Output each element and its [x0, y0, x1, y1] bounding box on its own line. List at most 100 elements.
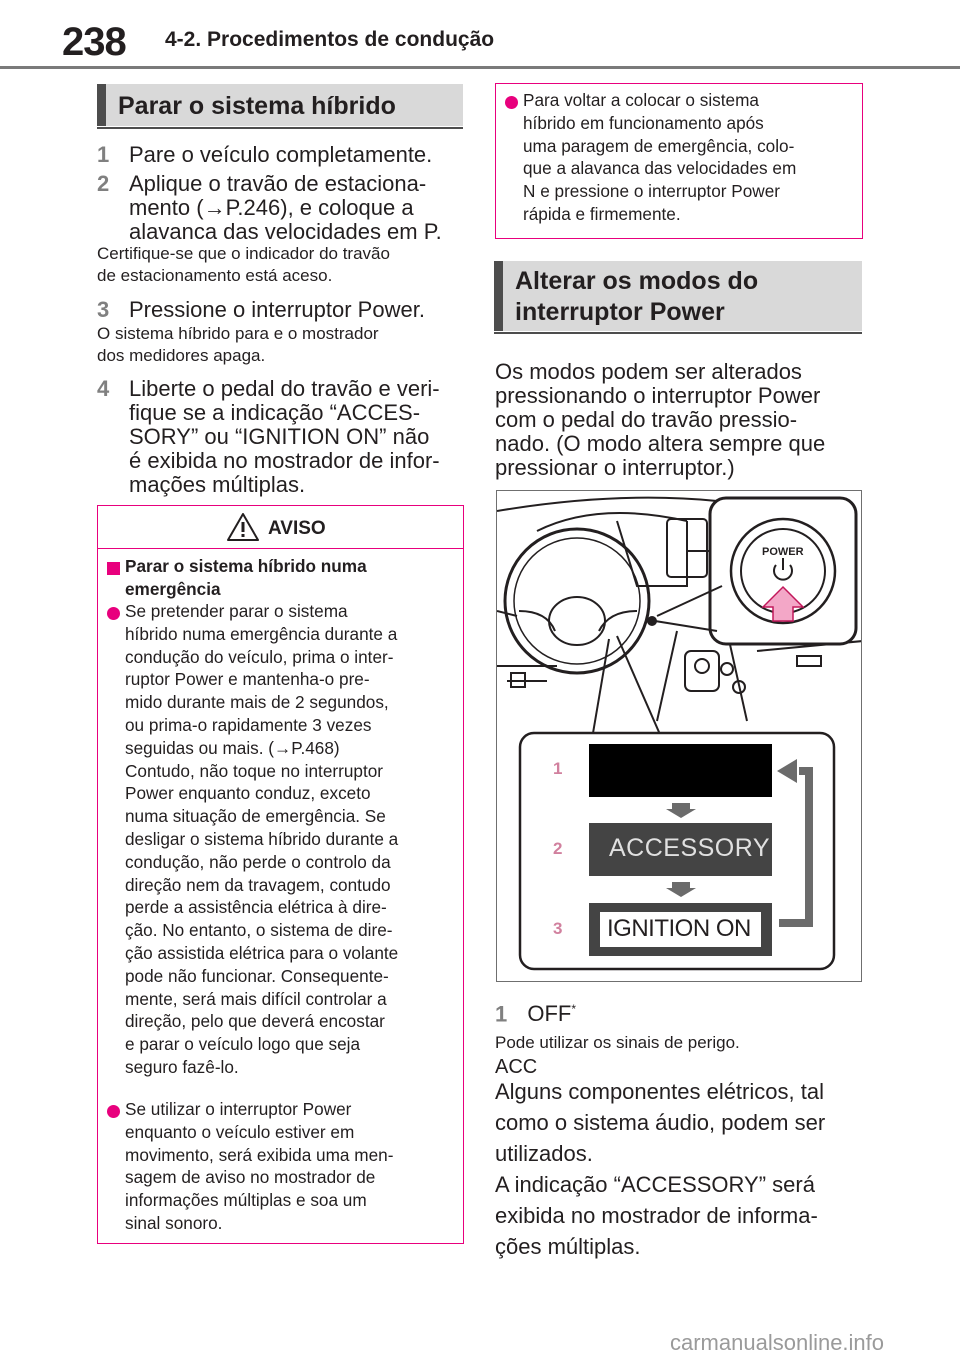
modes-intro: Os modos podem ser alterados pressionand… [495, 360, 825, 480]
step-4: 4 Liberte o pedal do travão e veri- fiqu… [97, 377, 467, 499]
page-number: 238 [62, 20, 127, 64]
bullet-line: ção assistida elétrica para o volante [125, 942, 399, 963]
mode-number-3: 3 [553, 919, 563, 938]
note-line: que a alavanca das velocidades em [523, 158, 797, 179]
step-text-line: alavanca das velocidades em P. [129, 219, 442, 244]
bullet-line: Power enquanto conduz, exceto [125, 783, 371, 804]
step-2-note: Certifique-se que o indicador do travão … [97, 243, 390, 287]
note-line: uma paragem de emergência, colo- [523, 135, 795, 156]
footnote-marker: * [571, 1002, 577, 1016]
warning-bullet-1: Se pretender parar o sistema híbrido num… [125, 600, 398, 1079]
legend-off-note: Pode utilizar os sinais de perigo. [495, 1033, 740, 1052]
legend-acc-label: ACC [495, 1056, 538, 1078]
step-text-line: fique se a indicação “ACCES- [129, 400, 421, 425]
round-bullet-icon [107, 607, 120, 620]
warning-triangle-icon [227, 513, 259, 541]
bullet-line: condução do veículo, prima o inter- [125, 646, 394, 667]
dashboard-drawing [497, 496, 861, 971]
step-3: 3 Pressione o interruptor Power. [97, 298, 467, 324]
section-title: 4-2. Procedimentos de condução [165, 28, 495, 51]
intro-line: pressionando o interruptor Power [495, 383, 821, 408]
bullet-line: mido durante mais de 2 segundos, [125, 692, 389, 713]
restart-note-text: Para voltar a colocar o sistema híbrido … [523, 89, 796, 226]
legend-number: 1 [495, 1001, 508, 1027]
step-text-line: Liberte o pedal do travão e veri- [129, 376, 440, 401]
round-bullet-icon [505, 96, 518, 109]
bullet-line: condução, não perde o controlo da [125, 851, 391, 872]
step-number: 1 [97, 142, 110, 167]
heading-stop-hybrid-text: Parar o sistema híbrido [118, 92, 396, 120]
acc-line: Alguns componentes elétricos, tal [495, 1079, 824, 1104]
bullet-line: híbrido numa emergência durante a [125, 623, 398, 644]
note-line: rápida e firmemente. [523, 203, 681, 224]
warning-bullet-2: Se utilizar o interruptor Power enquanto… [125, 1098, 393, 1235]
warning-title: AVISO [268, 518, 326, 539]
ignition-on-display: IGNITION ON [607, 915, 751, 942]
step-text: Pressione o interruptor Power. [129, 297, 425, 322]
step-text-line: mento (→P.246), e coloque a [129, 195, 414, 220]
bullet-line: enquanto o veículo estiver em [125, 1121, 355, 1142]
warning-header: AVISO [98, 506, 463, 549]
warning-box: AVISO Parar o sistema híbrido numa emerg… [97, 505, 464, 1244]
power-label: POWER [762, 546, 804, 558]
step-3-note: O sistema híbrido para e o mostrador dos… [97, 323, 379, 367]
bullet-line: numa situação de emergência. Se [125, 806, 386, 827]
step-1: 1 Pare o veículo completamente. [97, 143, 467, 169]
intro-line: Os modos podem ser alterados [495, 359, 802, 384]
intro-line: nado. (O modo altera sempre que [495, 431, 826, 456]
heading-underline [494, 332, 862, 334]
acc-line: ções múltiplas. [495, 1234, 641, 1259]
step-text-line: mações múltiplas. [129, 472, 306, 497]
heading-line: interruptor Power [515, 298, 725, 327]
note-line: O sistema híbrido para e o mostrador [97, 324, 379, 343]
note-line: Para voltar a colocar o sistema [523, 90, 759, 110]
subheading-line: emergência [125, 578, 221, 599]
legend-off-label: OFF [527, 1001, 572, 1027]
note-line: N e pressione o interruptor Power [523, 181, 780, 202]
heading-line: Alterar os modos do [515, 267, 759, 295]
acc-line: utilizados. [495, 1141, 593, 1166]
step-number: 4 [97, 376, 110, 401]
bullet-line: seguro fazê-lo. [125, 1056, 239, 1077]
step-text: Pare o veículo completamente. [129, 142, 433, 167]
warning-subheading: Parar o sistema híbrido numa emergência [125, 555, 367, 601]
bullet-line: informações múltiplas e soa um [125, 1190, 367, 1211]
acc-line: como o sistema áudio, podem ser [495, 1110, 826, 1135]
bullet-line: mente, será mais difícil controlar a [125, 988, 387, 1009]
bullet-line: sinal sonoro. [125, 1212, 223, 1233]
bullet-line: ou prima-o rapidamente 3 vezes [125, 714, 372, 735]
note-line: Certifique-se que o indicador do travão [97, 244, 390, 263]
watermark: carmanualsonline.info [670, 1330, 885, 1355]
bullet-line: Se utilizar o interruptor Power [125, 1099, 352, 1119]
legend-off: 1 OFF* [495, 996, 576, 1027]
step-number: 3 [97, 297, 110, 322]
note-line: dos medidores apaga. [97, 346, 266, 365]
bullet-line: desligar o sistema híbrido durante a [125, 828, 399, 849]
bullet-line: direção, pelo que deverá encostar [125, 1011, 385, 1032]
bullet-line: sagem de aviso no mostrador de [125, 1167, 376, 1188]
bullet-line: ruptor Power e mantenha-o pre- [125, 669, 370, 690]
step-text-line: é exibida no mostrador de infor- [129, 448, 440, 473]
intro-line: com o pedal do travão pressio- [495, 407, 798, 432]
legend-acc-text: Alguns componentes elétricos, tal como o… [495, 1076, 825, 1262]
mode-number-1: 1 [553, 759, 563, 778]
note-line: híbrido em funcionamento após [523, 112, 764, 133]
heading-change-modes: Alterar os modos do interruptor Power [494, 261, 862, 334]
acc-line: exibida no mostrador de informa- [495, 1203, 818, 1228]
bullet-line: seguidas ou mais. (→P.468) [125, 737, 340, 758]
bullet-line: movimento, será exibida uma men- [125, 1144, 394, 1165]
restart-note-box: Para voltar a colocar o sistema híbrido … [495, 83, 863, 239]
bullet-line: perde a assistência elétrica à dire- [125, 897, 387, 918]
subheading-line: Parar o sistema híbrido numa [125, 556, 367, 576]
step-text-line: Aplique o travão de estaciona- [129, 171, 427, 196]
power-switch-illustration: POWER 1 2 3 ACCESSORY IGNITION ON [496, 490, 862, 982]
step-2: 2 Aplique o travão de estaciona- mento (… [97, 172, 467, 252]
bullet-line: direção nem da travagem, contudo [125, 874, 391, 895]
note-line: de estacionamento está aceso. [97, 266, 333, 285]
intro-line: pressionar o interruptor.) [495, 455, 735, 480]
heading-stop-hybrid: Parar o sistema híbrido [97, 84, 463, 129]
heading-underline [97, 127, 463, 129]
acc-line: A indicação “ACCESSORY” será [495, 1172, 815, 1197]
mode-number-2: 2 [553, 839, 563, 858]
step-text-line: SORY” ou “IGNITION ON” não [129, 424, 430, 449]
